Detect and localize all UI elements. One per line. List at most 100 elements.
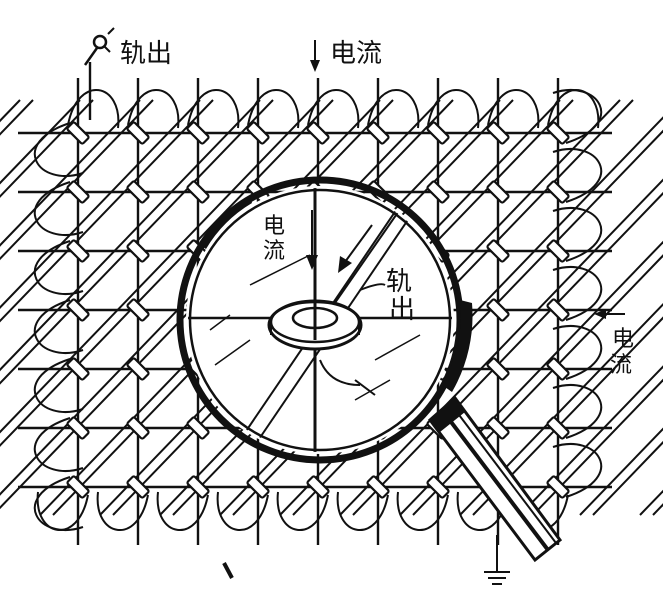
loop-left [33, 240, 84, 295]
ferrite-core [186, 416, 210, 440]
diagonal-wire [592, 440, 663, 516]
ferrite-core [546, 416, 570, 440]
loop-bottom [336, 491, 389, 532]
ferrite-core [546, 239, 570, 263]
diagonal-wire [0, 99, 201, 309]
ferrite-core [486, 239, 510, 263]
loop-left [33, 476, 84, 531]
loop-bottom [36, 491, 89, 532]
diagonal-wire [0, 99, 34, 136]
loop-top [547, 88, 600, 129]
loop-right [552, 443, 603, 498]
ferrite-core [126, 180, 150, 204]
right-current-label-1: 电 [612, 327, 634, 352]
diagonal-wire [0, 99, 261, 372]
ferrite-core [66, 180, 90, 204]
diagonal-wire [0, 99, 141, 247]
loop-left [33, 299, 84, 354]
ferrite-core [486, 180, 510, 204]
lens-output-label-1: 轨 [386, 267, 412, 297]
ferrite-core [66, 239, 90, 263]
top-current-arrow [310, 40, 320, 72]
ferrite-core [126, 239, 150, 263]
output-terminal [83, 27, 115, 66]
ferrite-core [486, 357, 510, 381]
right-current-arrow [594, 309, 625, 319]
loop-left [33, 417, 84, 472]
diagonal-wire [0, 99, 321, 434]
diagonal-wire [0, 99, 81, 185]
ferrite-core [66, 357, 90, 381]
loop-top [187, 88, 240, 129]
right-current-label-2: 流 [610, 353, 632, 378]
top-output-label: 轨出 [120, 39, 172, 69]
loop-left [33, 358, 84, 413]
ferrite-core [486, 416, 510, 440]
diagonal-wire [339, 178, 663, 516]
diagonal-wire [519, 365, 663, 516]
loop-bottom [396, 491, 449, 532]
loop-right [552, 384, 603, 439]
loop-right [552, 207, 603, 262]
ferrite-core [246, 121, 270, 145]
diagonal-wire [0, 99, 21, 123]
loop-bottom [216, 491, 269, 532]
ferrite-core [426, 121, 450, 145]
loop-top [127, 88, 180, 129]
ferrite-core [66, 416, 90, 440]
loop-left [33, 122, 84, 177]
magnifier-handle [427, 395, 563, 563]
ferrite-core [366, 121, 390, 145]
ferrite-core [426, 475, 450, 499]
ferrite-core [366, 475, 390, 499]
ferrite-core [546, 475, 570, 499]
ferrite-core [426, 180, 450, 204]
loop-right [552, 89, 603, 144]
ferrite-core [66, 121, 90, 145]
loop-top [67, 88, 120, 129]
loop-right [552, 266, 603, 321]
loop-bottom [276, 491, 329, 532]
ferrite-core [186, 121, 210, 145]
diagonal-wire [652, 503, 663, 516]
ferrite-core [546, 121, 570, 145]
ferrite-core [546, 180, 570, 204]
diagonal-wire [0, 99, 94, 198]
ferrite-core [126, 416, 150, 440]
loop-top [367, 88, 420, 129]
loop-left [33, 181, 84, 236]
loop-top [427, 88, 480, 129]
diagonal-wire [0, 99, 154, 261]
ferrite-core [186, 475, 210, 499]
bottom-mark [222, 562, 234, 579]
ferrite-core [246, 475, 270, 499]
ferrite-core [126, 475, 150, 499]
loop-bottom [156, 491, 209, 532]
diagonal-wire [459, 302, 663, 516]
ferrite-core [306, 121, 330, 145]
ferrite-core [306, 475, 330, 499]
sense-wire-loops [33, 88, 603, 532]
magnifier [176, 176, 563, 563]
loop-top [247, 88, 300, 129]
lens-output-label-2: 出 [389, 295, 415, 325]
ferrite-core [126, 357, 150, 381]
diagonal-wire [0, 99, 214, 323]
diagonal-wire [532, 378, 663, 516]
ferrite-core [186, 180, 210, 204]
ferrite-core [486, 298, 510, 322]
loop-right [552, 325, 603, 380]
ground-icon [484, 535, 510, 585]
ferrite-core [126, 298, 150, 322]
ferrite-core [66, 475, 90, 499]
magnified-core [267, 295, 363, 351]
ferrite-core [546, 298, 570, 322]
loop-bottom [96, 491, 149, 532]
ferrite-core [546, 357, 570, 381]
diagonal-wire [579, 427, 663, 516]
lens-rim-inner [188, 188, 452, 452]
top-current-label: 电流 [330, 39, 382, 69]
loop-top [307, 88, 360, 129]
ferrite-core [486, 121, 510, 145]
